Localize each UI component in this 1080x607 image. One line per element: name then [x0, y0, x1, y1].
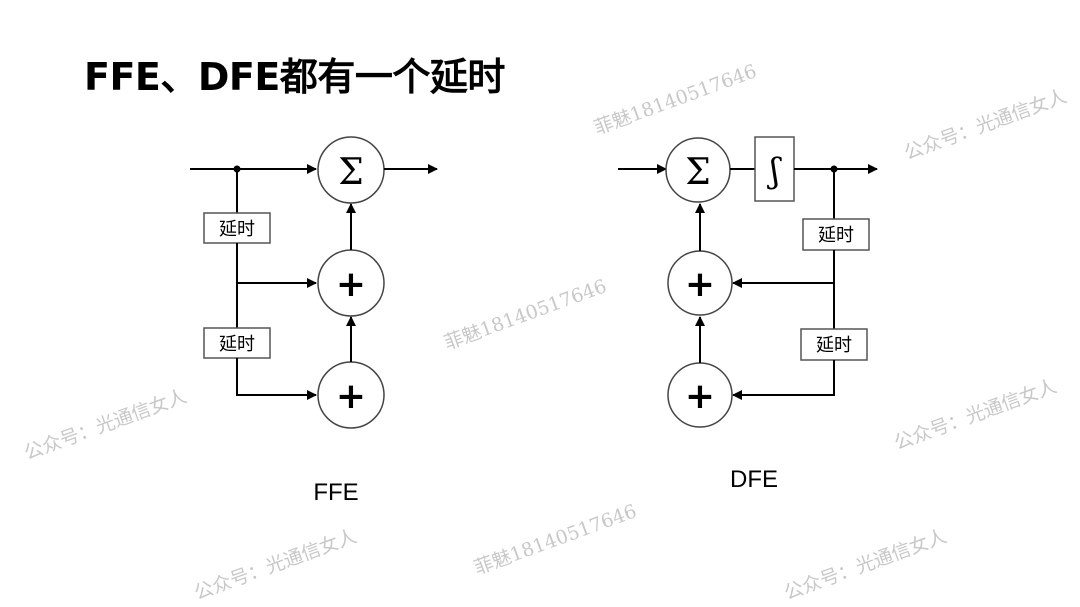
ffe-branch-2 [236, 358, 317, 400]
ffe-delay-box-2 [203, 327, 271, 359]
ffe-sum-symbol: Σ [338, 152, 363, 193]
ffe-diagram: 延时 延时 Σ + + FFE [190, 136, 438, 506]
ffe-delay-box-1 [203, 212, 271, 244]
dfe-adder-symbol-2: + [685, 376, 715, 417]
slide-title: FFE、DFE都有一个延时 [84, 55, 505, 99]
dfe-delay-label-1: 延时 [818, 225, 854, 246]
ffe-adder-symbol-2: + [336, 376, 366, 417]
dfe-branch-2 [732, 360, 835, 400]
ffe-delay-label-1: 延时 [219, 219, 255, 240]
dfe-delay-box-1 [802, 218, 870, 251]
dfe-adder-symbol-1: + [685, 264, 715, 305]
ffe-adder-symbol-1: + [336, 264, 366, 305]
dfe-delay-box-2 [800, 328, 868, 361]
dfe-slicer-symbol: ʃ [766, 151, 782, 191]
ffe-delay-label-2: 延时 [219, 334, 255, 355]
ffe-label: FFE [313, 479, 358, 506]
dfe-sum-symbol: Σ [685, 152, 710, 193]
dfe-delay-label-2: 延时 [816, 335, 852, 356]
dfe-diagram: Σ ʃ 延时 延时 + + DFE [618, 136, 878, 493]
dfe-label: DFE [730, 466, 778, 493]
